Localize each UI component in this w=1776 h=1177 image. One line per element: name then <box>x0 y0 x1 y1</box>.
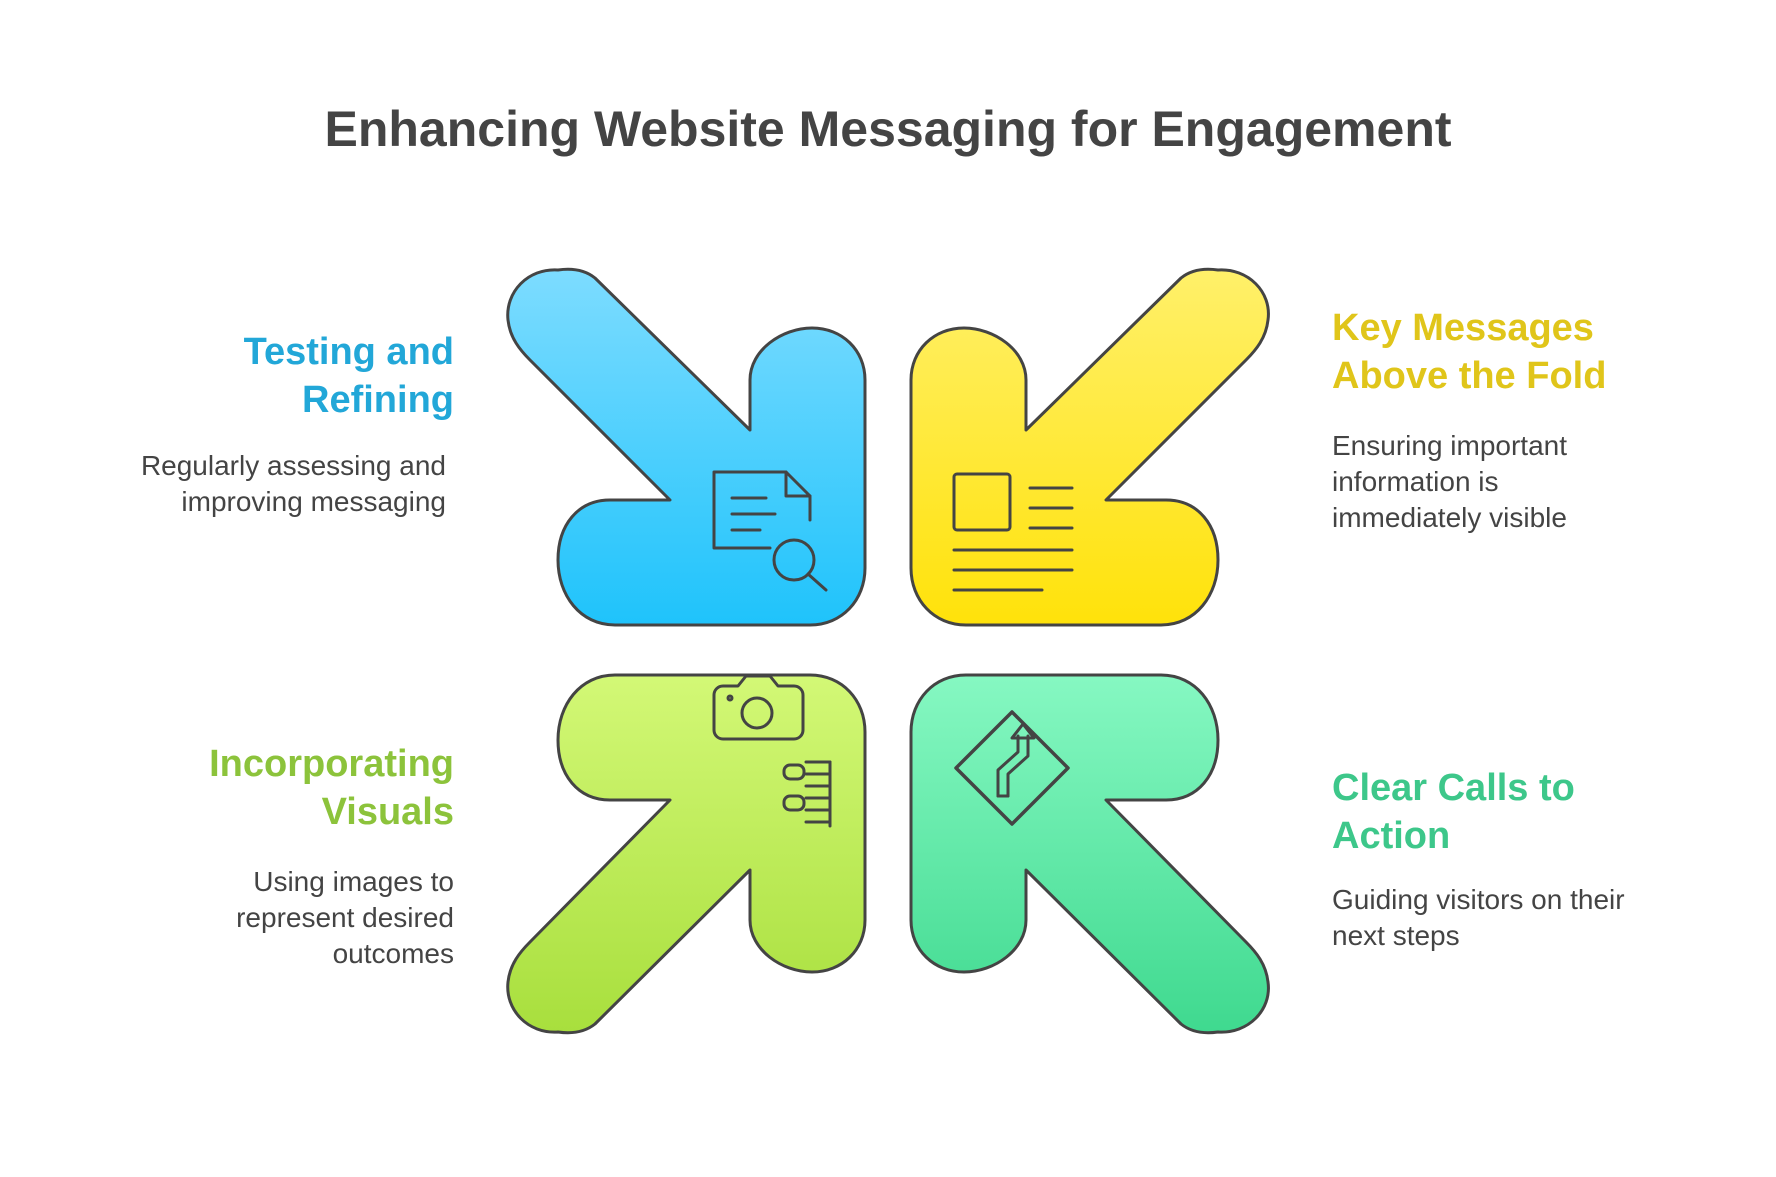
arrow-visuals <box>506 673 867 1035</box>
camera-slider-icon <box>712 674 832 828</box>
article-layout-icon <box>952 472 1074 592</box>
page-title: Enhancing Website Messaging for Engageme… <box>324 101 1452 157</box>
heading-key-messages: Key Messages Above the Fold <box>1332 307 1607 397</box>
document-search-icon <box>712 470 828 592</box>
description-visuals: Using images to represent desired outcom… <box>236 866 454 969</box>
heading-testing: Testing and Refining <box>243 331 454 421</box>
description-calls: Guiding visitors on their next steps <box>1332 884 1625 951</box>
arrow-key-messages <box>909 267 1270 627</box>
heading-visuals: Incorporating Visuals <box>209 743 454 833</box>
direction-sign-icon <box>954 710 1070 826</box>
arrow-calls <box>909 673 1270 1035</box>
arrow-testing <box>506 267 867 627</box>
heading-calls: Clear Calls to Action <box>1332 767 1575 857</box>
description-key-messages: Ensuring important information is immedi… <box>1332 430 1568 533</box>
description-testing: Regularly assessing and improving messag… <box>140 450 446 517</box>
